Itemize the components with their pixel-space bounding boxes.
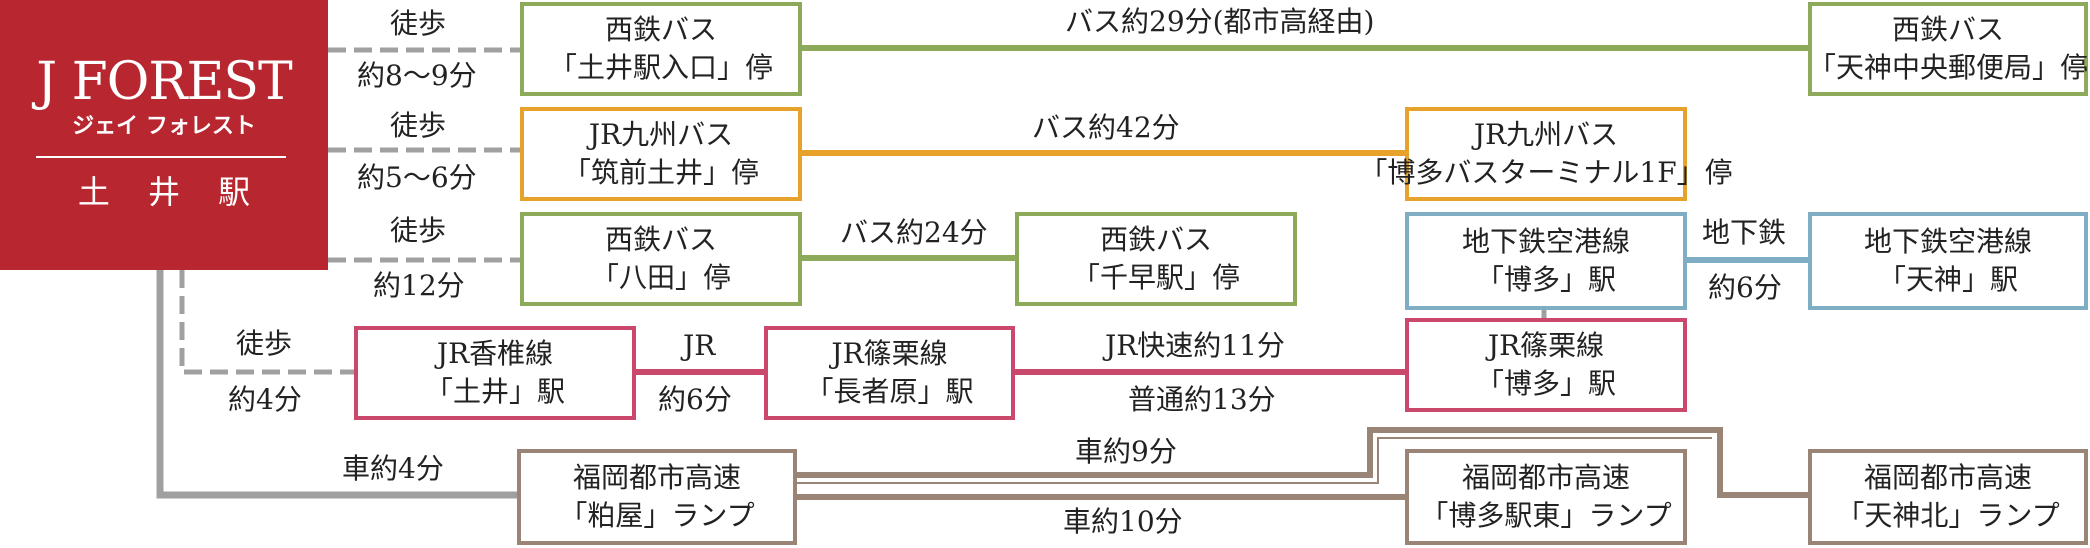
label-walk3-bottom: 約12分 (373, 269, 465, 302)
label-walk4-bottom: 約4分 (228, 383, 302, 416)
box-line1: JR九州バス (1473, 118, 1619, 151)
box-line2: 「粕屋」ランプ (559, 499, 755, 532)
box-nishitetsu-tenjin-yubinkyoku: 西鉄バス 「天神中央郵便局」停 (1808, 2, 2088, 96)
box-subway-hakata: 地下鉄空港線 「博多」駅 (1405, 212, 1687, 310)
label-jr-bottom: 約6分 (658, 383, 732, 416)
box-jr-sasaguri-chojabaru: JR篠栗線 「長者原」駅 (764, 326, 1015, 420)
label-subway-top: 地下鉄 (1702, 216, 1787, 249)
box-line1: 福岡都市高速 (1461, 461, 1630, 494)
box-line1: 地下鉄空港線 (1863, 225, 2032, 258)
box-line1: JR篠栗線 (831, 337, 948, 370)
logo-station: 土 井 駅 (77, 173, 265, 211)
box-nishitetsu-hatta: 西鉄バス 「八田」停 (520, 212, 802, 306)
box-line2: 「天神北」ランプ (1836, 499, 2060, 532)
box-subway-tenjin: 地下鉄空港線 「天神」駅 (1808, 212, 2088, 310)
box-line1: 西鉄バス (604, 13, 717, 46)
label-car-main: 車約4分 (342, 452, 444, 485)
logo-kana: ジェイ フォレスト (72, 114, 256, 139)
box-line2: 「土井駅入口」停 (548, 51, 773, 84)
label-jr-local: 普通約13分 (1128, 383, 1276, 416)
box-line1: 福岡都市高速 (1863, 461, 2032, 494)
box-jr-sasaguri-hakata: JR篠栗線 「博多」駅 (1405, 318, 1687, 412)
box-line2: 「天神」駅 (1877, 263, 2018, 296)
box-jrbus-chikuzen-doi: JR九州バス 「筑前土井」停 (520, 107, 802, 201)
box-highway-kasuya: 福岡都市高速 「粕屋」ランプ (517, 449, 797, 545)
label-walk4-top: 徒歩 (236, 327, 293, 360)
label-walk1-bottom: 約8～9分 (357, 59, 477, 92)
box-line1: 西鉄バス (1099, 223, 1212, 256)
box-line2: 「天神中央郵便局」停 (1808, 51, 2089, 84)
car-line-9b (797, 437, 1712, 484)
box-line1: 地下鉄空港線 (1461, 225, 1630, 258)
box-line2: 「筑前土井」停 (562, 156, 759, 189)
label-walk2-bottom: 約5～6分 (357, 161, 477, 194)
box-jr-kashii-doi: JR香椎線 「土井」駅 (354, 326, 636, 420)
label-jr-rapid: JR快速約11分 (1105, 329, 1285, 362)
box-nishitetsu-doi-ekiiriguchi: 西鉄バス 「土井駅入口」停 (520, 2, 802, 96)
label-subway-bottom: 約6分 (1708, 271, 1782, 304)
logo-brand: J FOREST (36, 52, 293, 112)
box-line1: 西鉄バス (604, 223, 717, 256)
box-line2: 「博多バスターミナル1F」停 (1359, 156, 1733, 189)
label-car9: 車約9分 (1075, 435, 1177, 468)
box-line2: 「土井」駅 (424, 375, 565, 408)
logo-divider (36, 156, 286, 158)
walk-line-4 (179, 270, 354, 375)
box-line1: JR九州バス (588, 118, 734, 151)
box-line1: JR香椎線 (436, 337, 554, 370)
label-walk3-top: 徒歩 (390, 214, 447, 247)
box-jrbus-hakata-bus-terminal: JR九州バス 「博多バスターミナル1F」停 (1359, 107, 1733, 201)
label-car10: 車約10分 (1063, 505, 1183, 538)
box-line2: 「博多」駅 (1475, 263, 1616, 296)
box-highway-tenjin-kita: 福岡都市高速 「天神北」ランプ (1808, 449, 2088, 545)
car-line-9 (797, 427, 1808, 498)
label-walk2-top: 徒歩 (390, 109, 447, 142)
car-line-main (156, 270, 517, 499)
box-line1: 西鉄バス (1891, 13, 2004, 46)
box-line2: 「八田」停 (590, 261, 731, 294)
box-highway-hakataeki-higashi: 福岡都市高速 「博多駅東」ランプ (1405, 449, 1687, 545)
label-bus42: バス約42分 (1032, 111, 1180, 144)
box-line2: 「博多」駅 (1475, 367, 1616, 400)
box-nishitetsu-chihaya: 西鉄バス 「千早駅」停 (1015, 212, 1297, 306)
label-walk1-top: 徒歩 (390, 7, 447, 40)
box-line1: 福岡都市高速 (572, 461, 741, 494)
box-line1: JR篠栗線 (1487, 329, 1605, 362)
box-line2: 「千早駅」停 (1071, 261, 1240, 294)
logo-block: J FOREST ジェイ フォレスト 土 井 駅 (0, 0, 328, 270)
box-line2: 「長者原」駅 (805, 375, 974, 408)
box-line2: 「博多駅東」ランプ (1420, 499, 1672, 532)
label-jr-top: JR (683, 329, 716, 362)
label-bus24: バス約24分 (840, 216, 988, 249)
label-bus29: バス約29分(都市高経由) (1065, 5, 1375, 38)
